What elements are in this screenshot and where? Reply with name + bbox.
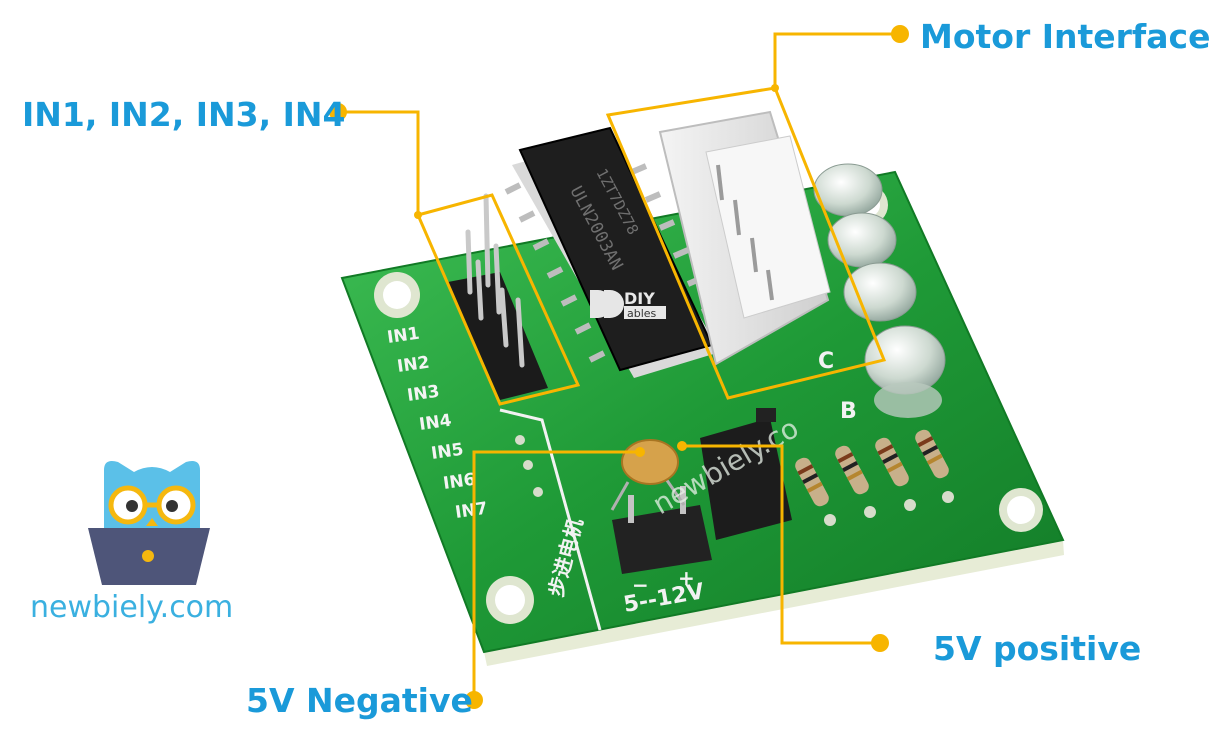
callout-lines [338,32,900,700]
motor-connector [658,110,831,366]
solder-pad [515,435,525,445]
pad-group [515,435,543,497]
positive-dot [871,634,889,652]
resistor [835,445,869,495]
power-minus: − [632,573,649,597]
positive-leader [682,444,880,645]
mount-hole [495,585,525,615]
power-plus: + [678,566,695,590]
led-label-b: B [840,399,857,424]
resistor [915,429,949,479]
pin-label-in2: IN2 [396,353,431,377]
motor-interface-callout-label: Motor Interface [920,17,1211,56]
header-pins [465,193,525,368]
diyables-text-top: DIY [624,289,655,308]
diyables-text-bottom: ables [627,307,657,320]
mount-hole [383,281,411,309]
callout-boxes [415,86,887,406]
silkscreen-line [499,408,602,631]
pin-label-group: IN1 IN2 IN3 IN4 IN5 IN6 IN7 [386,324,489,523]
input-header [448,193,548,400]
pin-label-in5: IN5 [430,440,465,464]
negative-leader [472,450,640,700]
diyables-watermark: DIY ables [590,289,666,320]
pin-label-in7: IN7 [454,499,489,523]
resistor [795,457,829,507]
header-base [448,272,548,400]
5v-negative-callout-label: 5V Negative [246,681,473,720]
inputs-highlight-box [415,193,581,406]
5v-positive-callout-label: 5V positive [933,629,1142,668]
jumper-block [700,418,792,540]
pcb-edge [484,540,1064,666]
pin-label-in6: IN6 [442,470,477,494]
inputs-callout-label: IN1, IN2, IN3, IN4 [22,95,346,134]
solder-pad [533,487,543,497]
chip-leads [504,163,718,363]
power-pins-base [612,505,712,574]
logo-text: newbiely.com [30,590,234,625]
motor-highlight-box [605,86,887,400]
led [843,262,917,322]
motor-dot [891,25,909,43]
motor-leader [773,32,900,88]
resistor-group [795,429,954,526]
led-label-c: C [818,349,834,374]
resistor [875,437,909,487]
connector-face [705,135,831,319]
mount-hole [1007,496,1035,524]
negative-dot [465,691,483,709]
pin-label-in4: IN4 [418,411,453,435]
solder-pad [523,460,533,470]
led-labels: C B [818,349,857,424]
inputs-leader [338,110,420,215]
owl-logo [88,461,210,585]
inputs-dot [329,103,347,121]
connector-pins [716,164,774,301]
callout-dots [329,25,909,709]
led [827,212,897,268]
pin-label-in1: IN1 [386,324,421,348]
pin-label-in3: IN3 [406,382,441,406]
power-header [612,408,792,574]
